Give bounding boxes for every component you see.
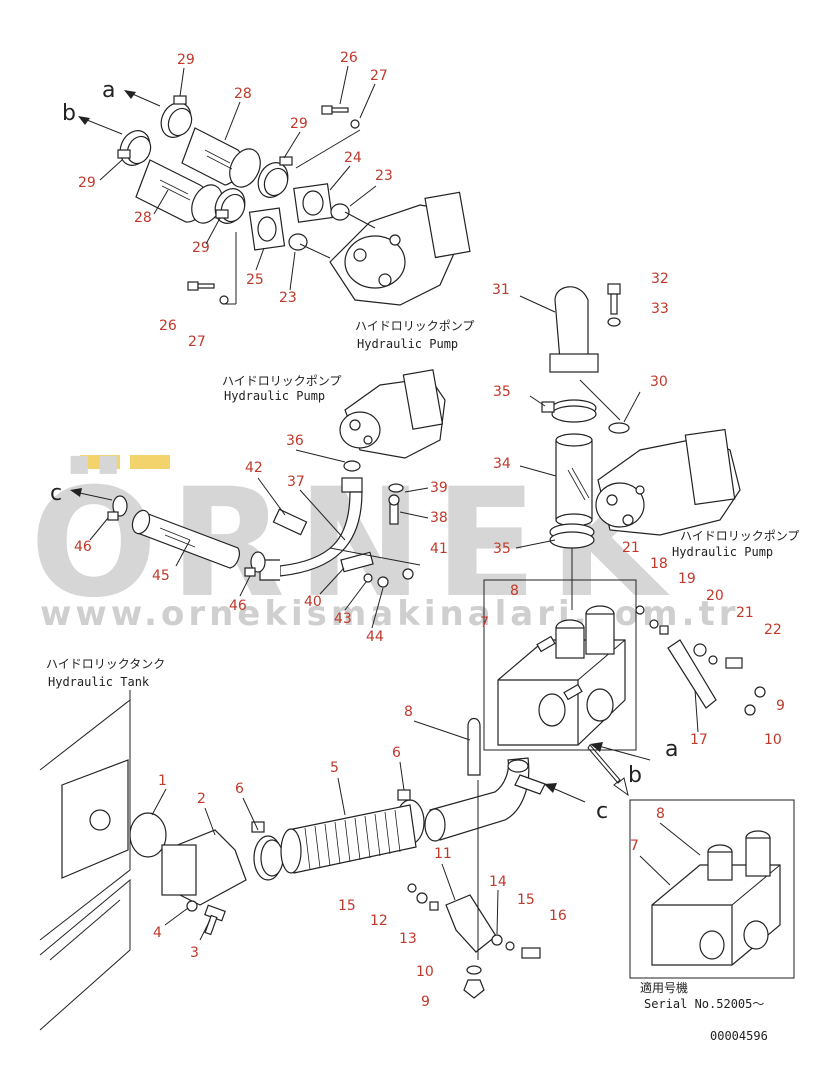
manifold-block [483, 579, 651, 803]
document-number: 00004596 [710, 1029, 768, 1043]
callout: 29 [78, 175, 96, 191]
callout-numbers: 29 28 29 29 28 29 26 27 24 23 23 25 26 2… [74, 50, 785, 1010]
callout: 15 [517, 892, 535, 908]
arrow-label-a-right: a [665, 737, 678, 762]
callout: 19 [678, 571, 696, 587]
callout: 46 [229, 598, 247, 614]
serial-inset [629, 799, 795, 979]
callout: 13 [399, 931, 417, 947]
callout: 28 [234, 86, 252, 102]
arrow-label-b: b [62, 101, 76, 126]
callout: 26 [159, 318, 177, 334]
callout: 10 [764, 732, 782, 748]
callout: 44 [366, 629, 384, 645]
bracket-assembly [635, 605, 766, 716]
callout: 28 [134, 210, 152, 226]
arrow-label-c-left: c [50, 481, 62, 506]
callout: 23 [375, 168, 393, 184]
callout: 8 [510, 583, 519, 599]
callout: 46 [74, 539, 92, 555]
callout: 30 [650, 374, 668, 390]
callout: 15 [338, 898, 356, 914]
callout: 38 [430, 510, 448, 526]
callout: 27 [370, 68, 388, 84]
callout: 37 [287, 474, 305, 490]
callout: 5 [330, 760, 339, 776]
callout: 29 [177, 52, 195, 68]
hose-assembly-top: a b [62, 78, 471, 306]
suction-pipe-left [70, 460, 421, 588]
callout: 25 [246, 272, 264, 288]
callout: 8 [404, 704, 413, 720]
callout: 39 [430, 480, 448, 496]
callout: 35 [493, 541, 511, 557]
callout: 7 [630, 838, 639, 854]
hook-rod [467, 717, 481, 776]
caption-pump-top-jp: ハイドロリックポンプ [355, 319, 474, 333]
caption-pump-mid-en: Hydraulic Pump [224, 389, 325, 403]
callout: 45 [152, 568, 170, 584]
callout: 18 [650, 556, 668, 572]
callout: 9 [421, 994, 430, 1010]
callout: 24 [344, 150, 362, 166]
caption-serial-jp: 適用号機 [640, 980, 688, 995]
callout: 16 [549, 908, 567, 924]
caption-pump-right-jp: ハイドロリックポンプ [680, 529, 799, 543]
callout: 7 [480, 615, 489, 631]
pump-middle [339, 369, 446, 459]
callout: 41 [430, 541, 448, 557]
callout: 3 [190, 945, 199, 961]
callout: 43 [334, 611, 352, 627]
callout: 26 [340, 50, 358, 66]
callout: 29 [192, 240, 210, 256]
bellows-ribs [304, 809, 401, 871]
bracket-11-assembly [407, 780, 541, 999]
callout: 36 [286, 433, 304, 449]
arrow-label-b-right: b [628, 763, 642, 788]
callout: 31 [492, 282, 510, 298]
callout: 40 [304, 594, 322, 610]
callout: 6 [235, 781, 244, 797]
callout: 33 [651, 301, 669, 317]
caption-pump-top-en: Hydraulic Pump [357, 337, 458, 351]
callout: 23 [279, 290, 297, 306]
caption-pump-right-en: Hydraulic Pump [672, 545, 773, 559]
watermark-url: www.ornekismakinalari.com.tr [40, 594, 739, 634]
caption-tank-en: Hydraulic Tank [48, 675, 150, 689]
callout: 8 [656, 806, 665, 822]
caption-pump-mid-jp: ハイドロリックポンプ [222, 374, 341, 388]
callout: 17 [690, 732, 708, 748]
callout: 42 [245, 460, 263, 476]
caption-tank-jp: ハイドロリックタンク [46, 657, 165, 671]
callout: 29 [290, 116, 308, 132]
callout: 6 [392, 745, 401, 761]
callout: 9 [776, 698, 785, 714]
arrow-label-a: a [102, 78, 115, 103]
callout: 20 [706, 588, 724, 604]
callout: 34 [493, 456, 511, 472]
callout: 1 [158, 773, 167, 789]
caption-serial-en: Serial No.52005〜 [644, 997, 764, 1011]
arrow-label-c-right: c [596, 799, 608, 824]
callout: 2 [197, 791, 206, 807]
callout: 27 [188, 334, 206, 350]
leader-lines [89, 65, 701, 941]
callout: 11 [434, 846, 452, 862]
callout: 21 [736, 605, 754, 621]
hydraulic-pump-right [595, 428, 741, 536]
hydraulic-pump-top [299, 191, 471, 306]
callout: 4 [153, 925, 162, 941]
callout: 35 [493, 384, 511, 400]
callout: 22 [764, 622, 782, 638]
suction-line-bottom [161, 757, 546, 936]
callout: 10 [416, 964, 434, 980]
callout: 14 [489, 874, 507, 890]
callout: 12 [370, 913, 388, 929]
riser-assembly [515, 283, 630, 610]
callout: 32 [651, 271, 669, 287]
hydraulic-tank [39, 690, 167, 1031]
callout: 21 [622, 540, 640, 556]
